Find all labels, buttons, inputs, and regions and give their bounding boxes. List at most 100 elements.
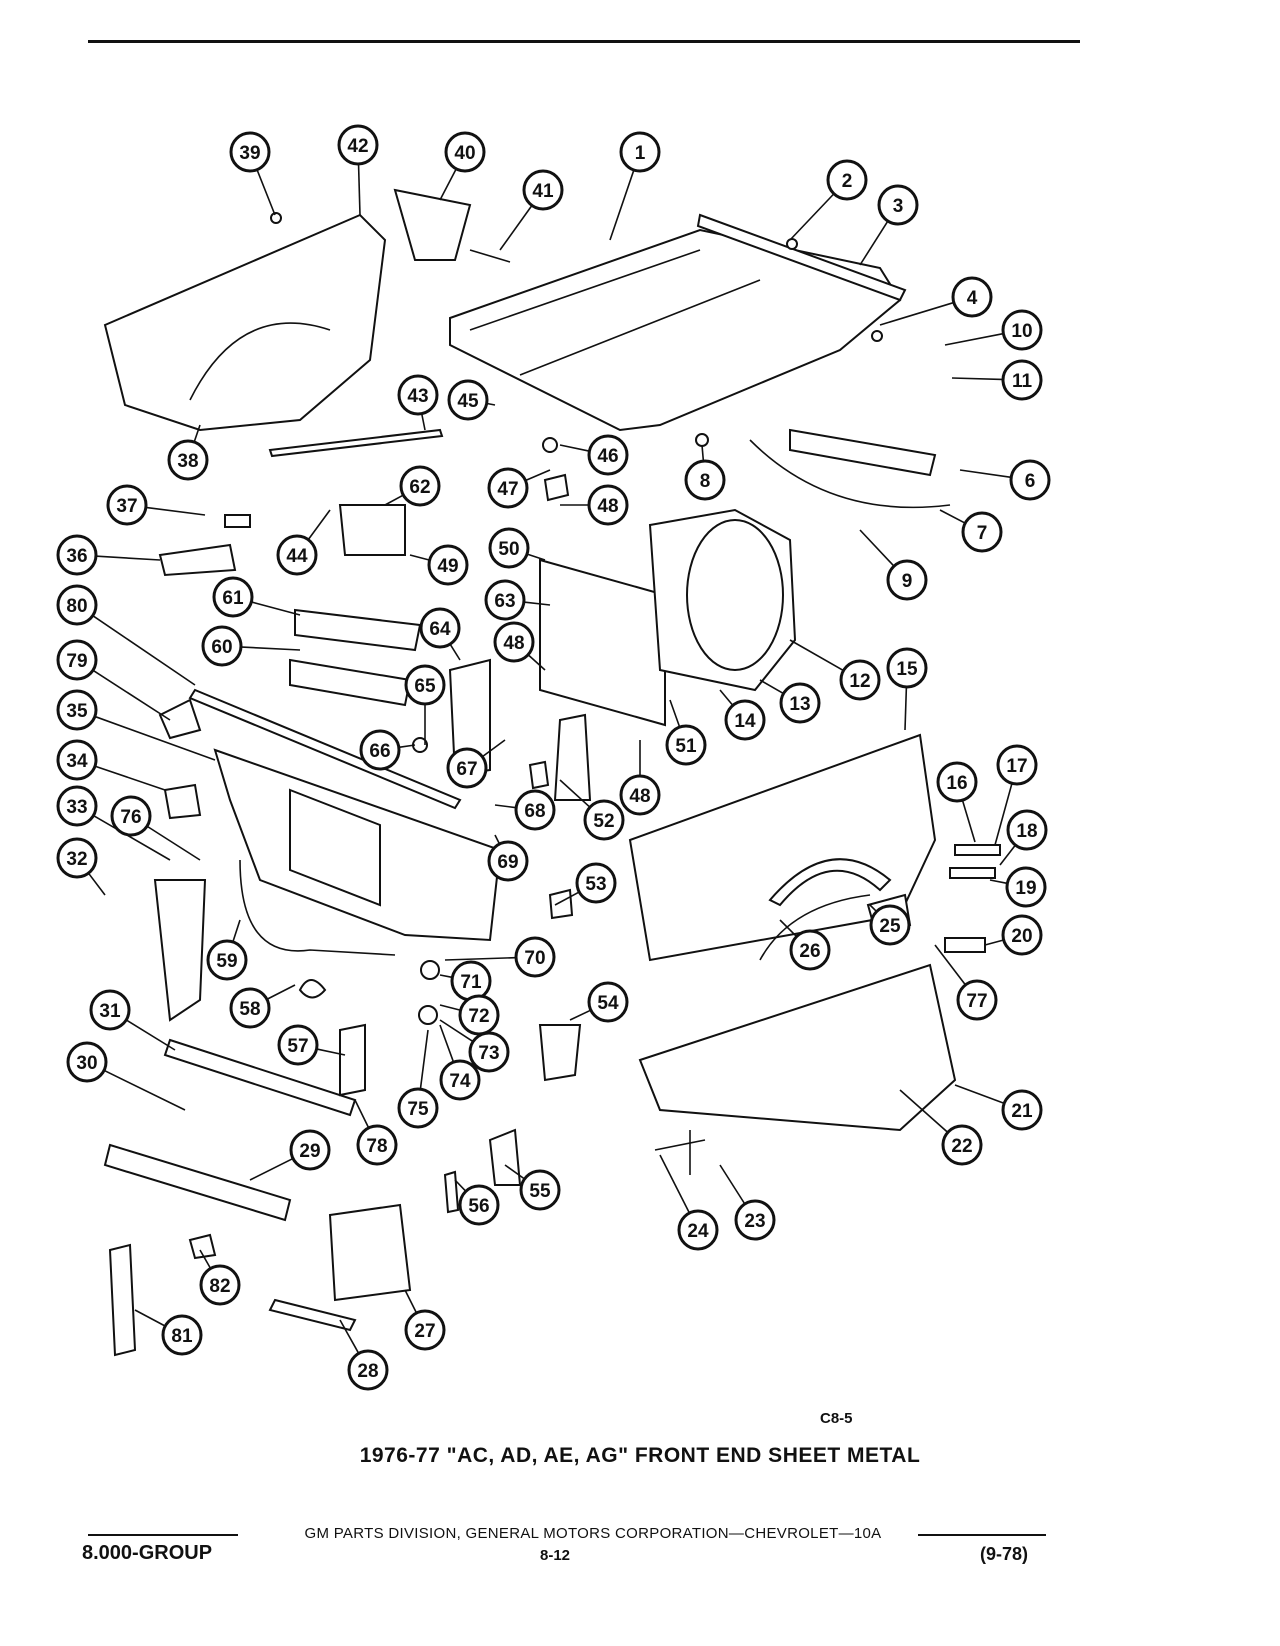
callout-leader-line	[659, 1154, 690, 1213]
callout-leader-line	[232, 919, 241, 942]
callout-circle	[487, 840, 529, 882]
callout-number: 22	[951, 1136, 972, 1157]
group-number: 8.000-GROUP	[82, 1542, 213, 1564]
callout-circle	[941, 1124, 983, 1166]
callout-circle	[1001, 359, 1043, 401]
callout-16: 16	[936, 761, 978, 843]
callout-leader-line	[439, 1024, 454, 1062]
callout-8: 8	[684, 444, 726, 501]
callout-circle	[487, 467, 529, 509]
callout-circle	[961, 511, 1003, 553]
callout-leader-line	[954, 1084, 1004, 1104]
callout-leader-line	[439, 1019, 473, 1042]
callout-37: 37	[106, 484, 206, 526]
callout-leader-line	[252, 601, 301, 616]
callout-circle	[886, 559, 928, 601]
callout-75: 75	[397, 1029, 439, 1129]
callout-leader-line	[904, 687, 908, 731]
callout-circle	[276, 534, 318, 576]
callout-leader-line	[999, 845, 1016, 866]
callout-circle	[347, 1349, 389, 1391]
callout-circle	[229, 131, 271, 173]
callout-39: 39	[229, 131, 276, 216]
callout-leader-line	[134, 1309, 165, 1327]
callout-circle	[419, 607, 461, 649]
callout-number: 1	[635, 143, 646, 164]
callout-leader-line	[759, 679, 784, 694]
callout-leader-line	[504, 1164, 525, 1180]
callout-number: 60	[211, 637, 232, 658]
callout-circle	[1001, 1089, 1043, 1131]
callout-number: 31	[99, 1001, 121, 1022]
callout-circle	[734, 1199, 776, 1241]
callout-circle	[201, 625, 243, 667]
callout-leader-line	[899, 1089, 948, 1133]
callout-circle	[665, 724, 707, 766]
callout-number: 46	[597, 446, 618, 467]
callout-leader-line	[719, 1164, 745, 1204]
callout-circle	[869, 904, 911, 946]
callout-leader-line	[95, 716, 216, 761]
callout-number: 50	[498, 539, 519, 560]
callout-2: 2	[789, 159, 868, 241]
callout-number: 20	[1011, 926, 1032, 947]
callout-circle	[199, 1264, 241, 1306]
callout-circle	[356, 1124, 398, 1166]
callout-27: 27	[404, 1289, 446, 1351]
callout-circle	[522, 169, 564, 211]
callout-number: 19	[1015, 878, 1036, 899]
callout-number: 65	[414, 676, 436, 697]
callout-leader-line	[554, 891, 579, 906]
callout-leader-line	[93, 670, 171, 721]
callout-leader-line	[104, 1070, 186, 1111]
callout-leader-line	[454, 1179, 466, 1192]
callout-number: 51	[675, 736, 697, 757]
callout-64: 64	[419, 607, 461, 661]
callout-78: 78	[354, 1099, 398, 1166]
callout-63: 63	[484, 579, 551, 621]
callout-leader-line	[526, 469, 551, 481]
lower-support-part	[108, 1243, 137, 1357]
callout-number: 43	[407, 386, 428, 407]
callout-number: 23	[744, 1211, 765, 1232]
callout-number: 34	[66, 751, 88, 772]
callout-number: 77	[966, 991, 987, 1012]
callout-leader-line	[482, 739, 506, 757]
callout-number: 47	[497, 479, 518, 500]
callout-leader-line	[439, 169, 457, 201]
callout-circle	[404, 1309, 446, 1351]
callout-number: 78	[366, 1136, 387, 1157]
callout-number: 14	[734, 711, 756, 732]
callout-number: 55	[529, 1181, 551, 1202]
callout-number: 3	[893, 196, 904, 217]
callout-61: 61	[212, 576, 301, 618]
callout-leader-line	[951, 377, 1003, 381]
callout-leader-line	[669, 699, 681, 727]
figure-caption: 1976-77 "AC, AD, AE, AG" FRONT END SHEET…	[359, 1444, 921, 1467]
callout-number: 48	[629, 786, 650, 807]
callout-number: 9	[902, 571, 913, 592]
callout-circle	[1001, 914, 1043, 956]
callout-circle	[89, 989, 131, 1031]
callout-leader-line	[147, 826, 201, 861]
callout-number: 6	[1025, 471, 1036, 492]
callout-circle	[826, 159, 868, 201]
headlamp-housing-part	[328, 1203, 412, 1302]
callout-leader-line	[994, 784, 1013, 846]
callout-leader-line	[421, 414, 426, 431]
callout-80: 80	[56, 584, 196, 686]
hood-hinge-part	[393, 188, 472, 261]
callout-leader-line	[527, 553, 546, 561]
callout-number: 17	[1006, 756, 1027, 777]
callout-circle	[488, 527, 530, 569]
callout-38: 38	[167, 424, 209, 481]
callout-leader-line	[569, 1009, 591, 1021]
callout-42: 42	[337, 124, 379, 216]
callout-leader-line	[939, 509, 965, 524]
callout-32: 32	[56, 837, 106, 896]
callout-number: 41	[532, 181, 554, 202]
callout-leader-line	[126, 1019, 176, 1051]
callout-54: 54	[569, 981, 629, 1023]
callout-leader-line	[256, 170, 276, 216]
